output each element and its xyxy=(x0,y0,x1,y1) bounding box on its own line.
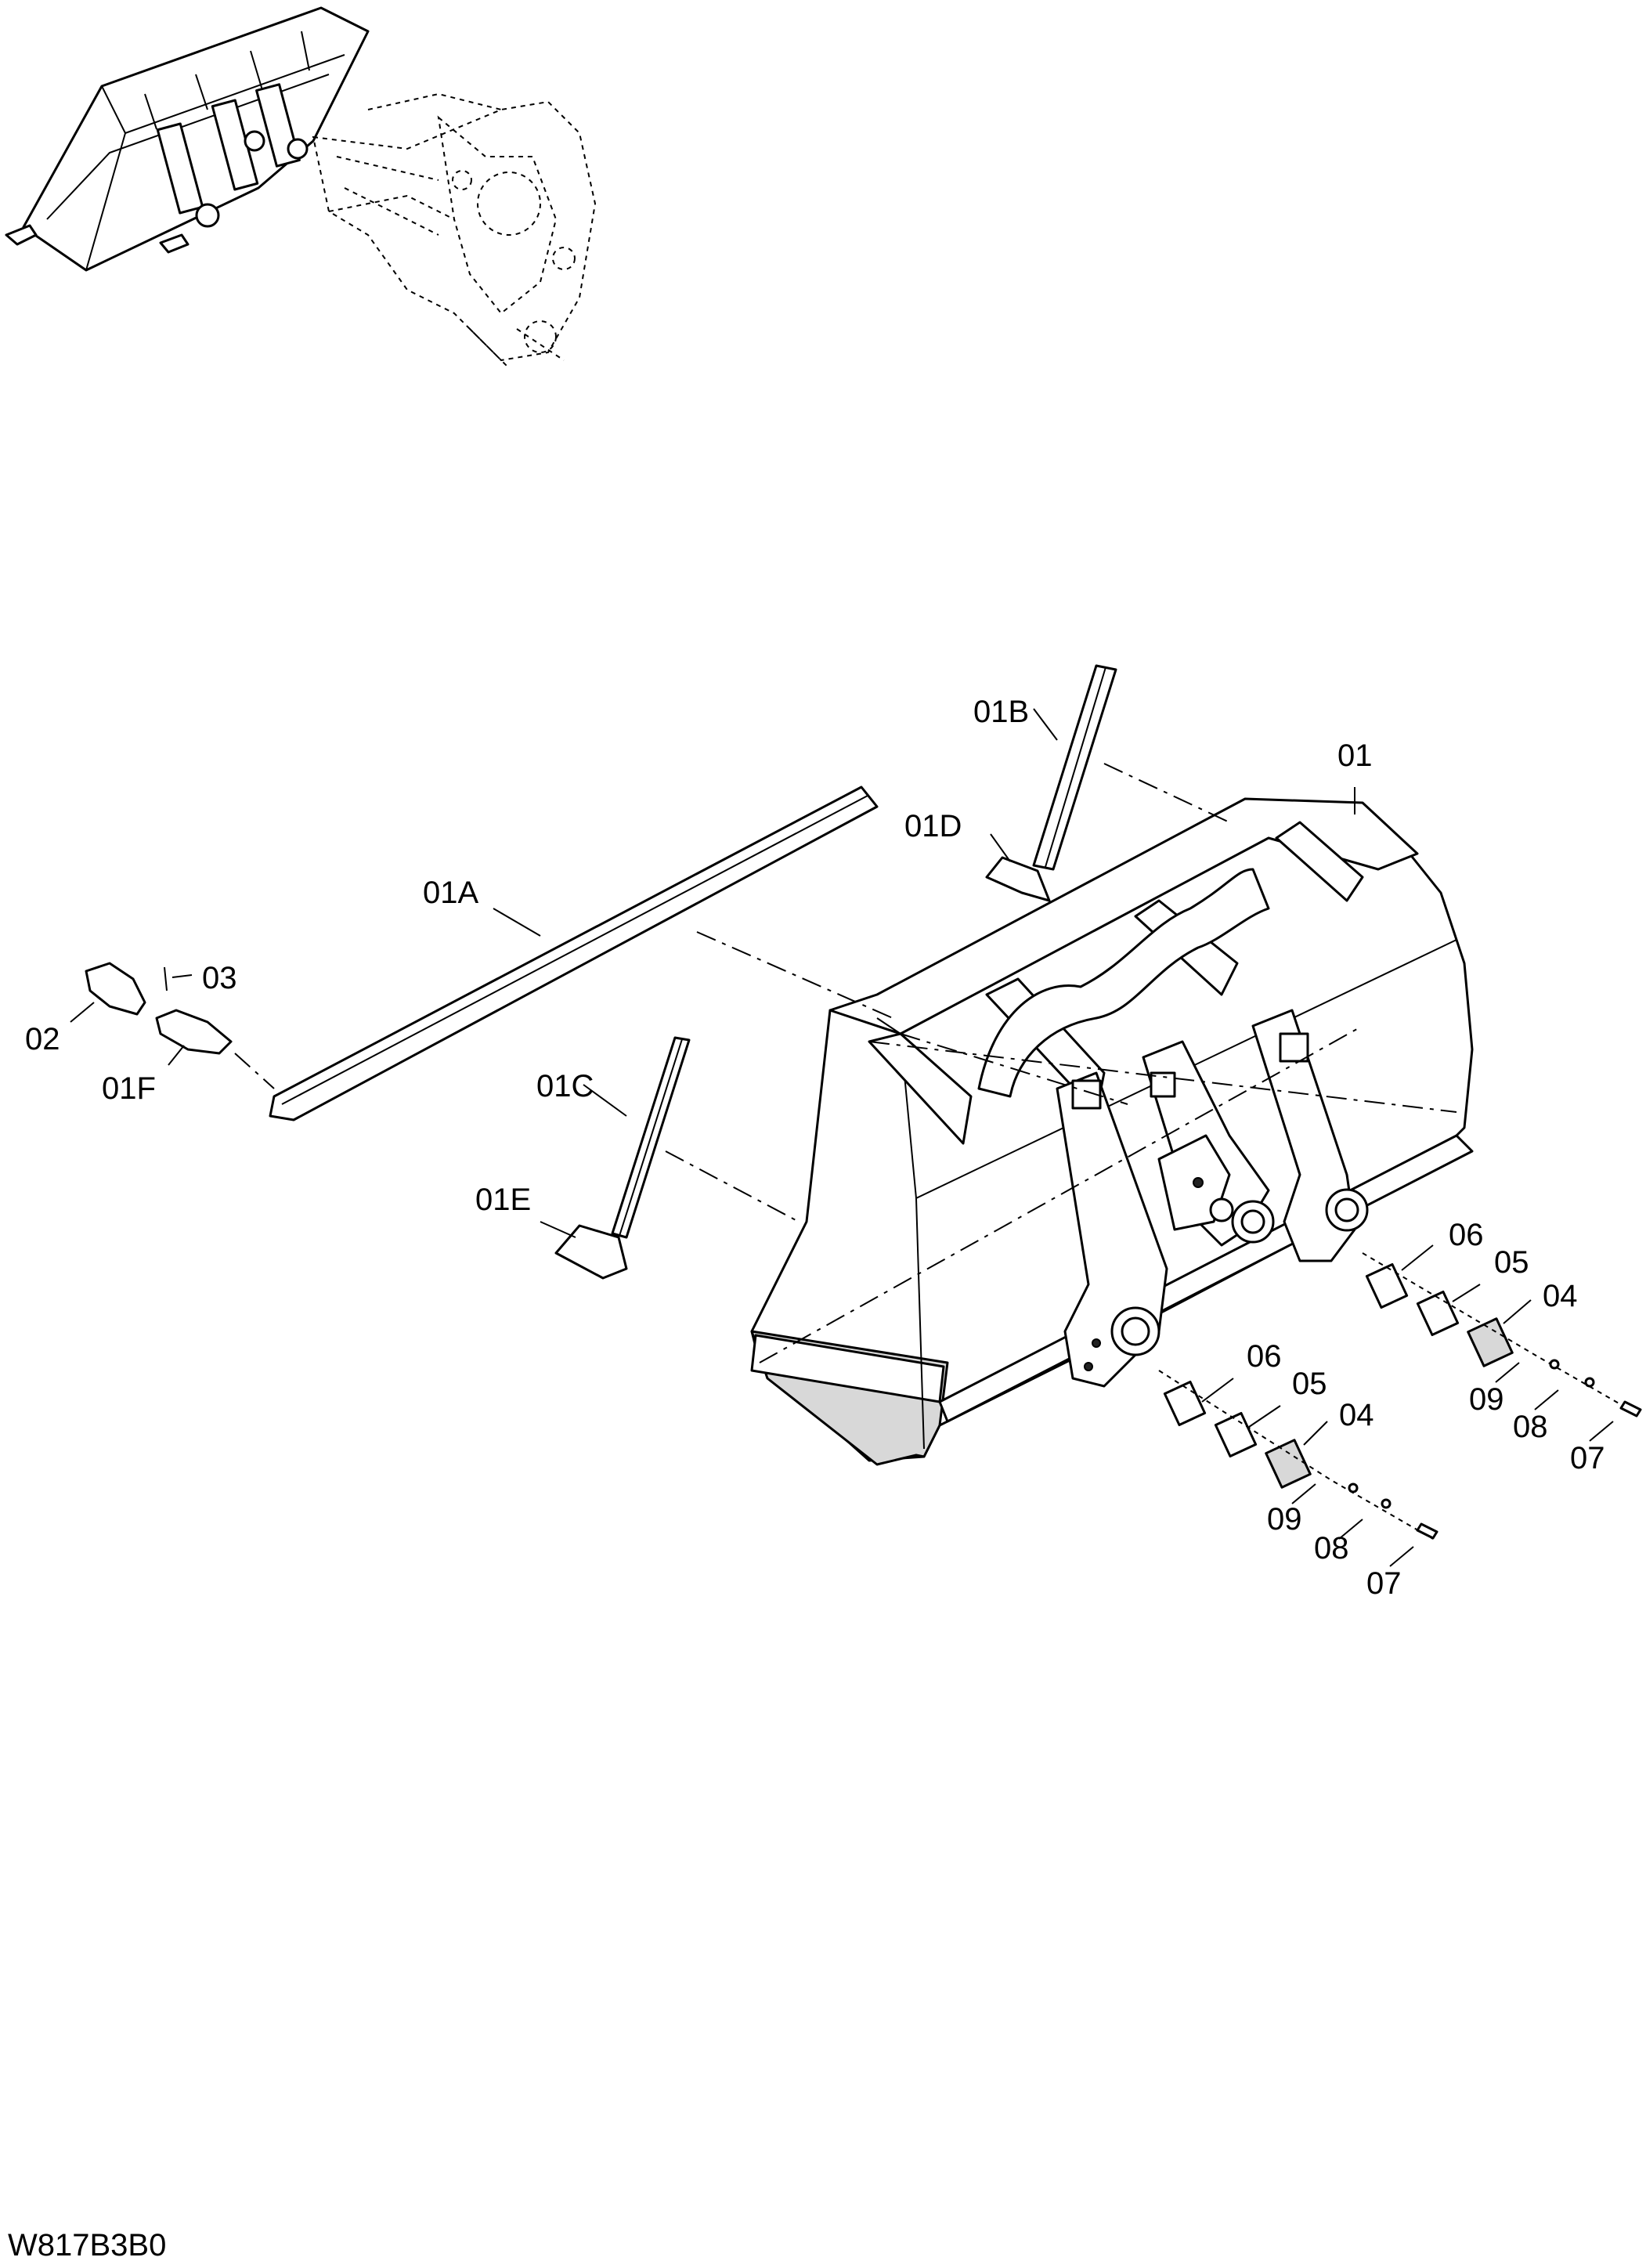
callout-06-left: 06 xyxy=(1247,1339,1282,1374)
callout-04-left: 04 xyxy=(1339,1398,1374,1432)
side-cutter-left-part xyxy=(554,1036,800,1280)
overview-thumbnail xyxy=(5,6,597,369)
callout-03: 03 xyxy=(202,961,237,995)
callout-05-right: 05 xyxy=(1494,1245,1529,1280)
tooth-assembly-parts xyxy=(85,962,275,1089)
shim-stack-left xyxy=(1158,1370,1438,1540)
callout-labels: 01 01B 01D 01A 01C 01E 03 02 01F 06 05 0… xyxy=(8,695,1605,2263)
callout-07-right: 07 xyxy=(1570,1441,1605,1475)
side-cutter-right-part xyxy=(985,664,1230,902)
leader-lines xyxy=(70,708,1614,1567)
callout-08-left: 08 xyxy=(1314,1531,1349,1566)
callout-01E: 01E xyxy=(475,1183,531,1217)
shim-stack-right xyxy=(1362,1252,1642,1418)
cutting-edge-part xyxy=(269,785,893,1121)
callout-06-right: 06 xyxy=(1449,1218,1484,1252)
callout-01B: 01B xyxy=(973,695,1029,729)
callout-01D: 01D xyxy=(904,809,962,843)
callout-04-right: 04 xyxy=(1543,1279,1578,1313)
callout-01: 01 xyxy=(1337,739,1373,773)
callout-02: 02 xyxy=(25,1022,60,1056)
callout-09-right: 09 xyxy=(1469,1382,1504,1417)
bucket-body xyxy=(750,797,1474,1466)
callout-09-left: 09 xyxy=(1267,1502,1302,1537)
callout-07-left: 07 xyxy=(1366,1566,1402,1601)
callout-05-left: 05 xyxy=(1292,1367,1327,1401)
callout-08-right: 08 xyxy=(1513,1410,1548,1444)
callout-01A: 01A xyxy=(423,876,478,910)
callout-01C: 01C xyxy=(536,1069,594,1103)
callout-01F: 01F xyxy=(102,1071,156,1106)
diagram-code: W817B3B0 xyxy=(8,2228,166,2263)
